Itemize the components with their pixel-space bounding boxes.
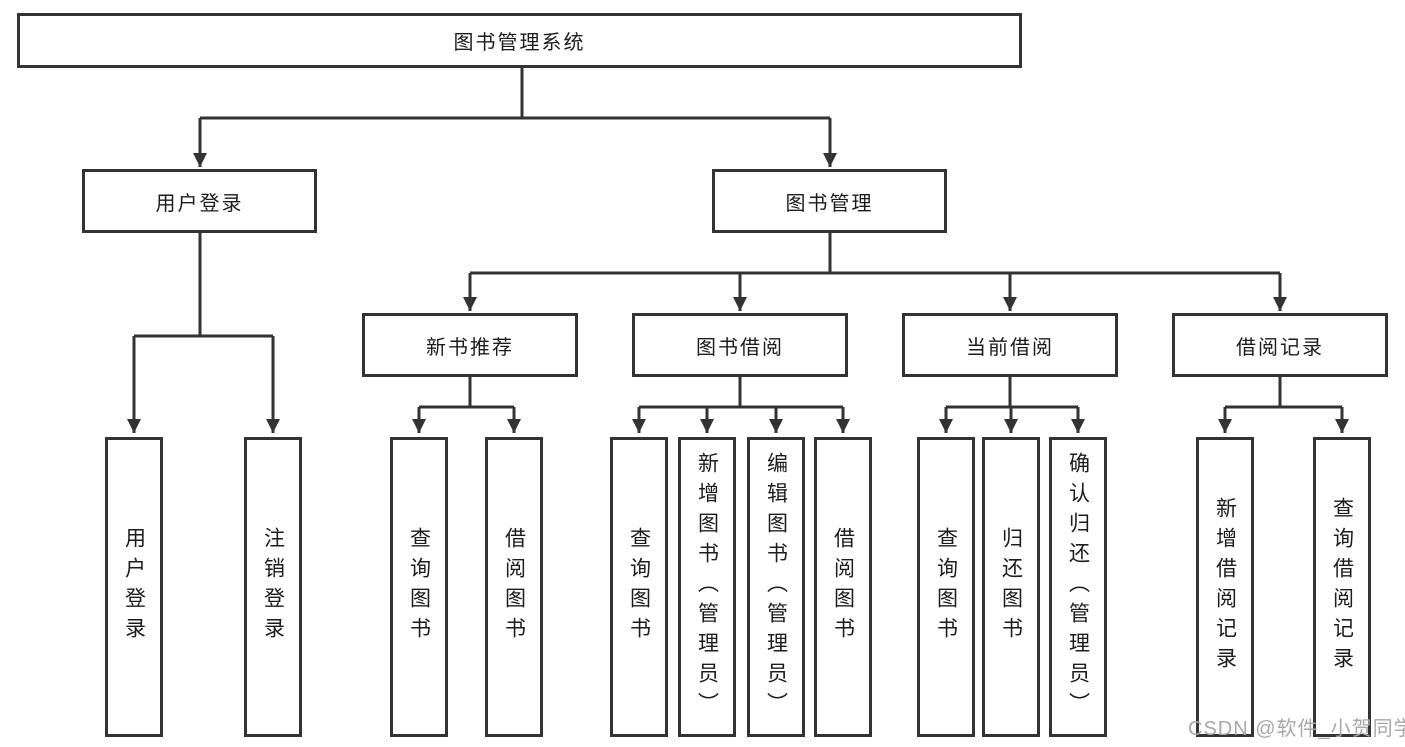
csdn-watermark: CSDN @软件_小贺同学 bbox=[1188, 718, 1405, 740]
edge-borrow-records-bar bbox=[1225, 377, 1342, 409]
node-root-label: 图书管理系统 bbox=[453, 32, 586, 54]
leaf-logout-label: 注销登录 bbox=[261, 527, 285, 647]
node-user-login-label: 用户登录 bbox=[155, 192, 244, 215]
leaf-br-add-record: 新增借阅记录 bbox=[1196, 437, 1254, 737]
leaf-user-login: 用户登录 bbox=[105, 437, 163, 737]
leaf-cb-query-books: 查询图书 bbox=[917, 437, 975, 737]
node-new-books: 新书推荐 bbox=[362, 313, 578, 377]
node-root: 图书管理系统 bbox=[17, 13, 1022, 68]
leaf-br-query-record: 查询借阅记录 bbox=[1313, 437, 1371, 737]
leaf-cb-return-books: 归还图书 bbox=[982, 437, 1040, 737]
node-new-books-label: 新书推荐 bbox=[426, 336, 514, 359]
leaf-bb-borrow-books-label: 借阅图书 bbox=[831, 527, 855, 647]
node-borrow-records-label: 借阅记录 bbox=[1236, 336, 1324, 359]
leaf-cb-return-books-label: 归还图书 bbox=[999, 527, 1023, 647]
edge-book-borrow-bar bbox=[639, 377, 843, 409]
node-current-borrow: 当前借阅 bbox=[902, 313, 1118, 377]
leaf-bb-add-books-label: 新增图书（管理员） bbox=[695, 452, 719, 722]
node-current-borrow-label: 当前借阅 bbox=[966, 336, 1054, 359]
leaf-bb-add-books: 新增图书（管理员） bbox=[678, 437, 736, 737]
node-book-borrow: 图书借阅 bbox=[632, 313, 848, 377]
edge-current-borrow-bar bbox=[946, 377, 1078, 409]
leaf-nb-query-books: 查询图书 bbox=[390, 437, 448, 737]
leaf-nb-query-books-label: 查询图书 bbox=[407, 527, 431, 647]
edge-user-login-bar bbox=[134, 233, 273, 338]
edge-new-books-bar bbox=[419, 377, 514, 409]
leaf-cb-query-books-label: 查询图书 bbox=[934, 527, 958, 647]
leaf-logout: 注销登录 bbox=[244, 437, 302, 737]
leaf-bb-borrow-books: 借阅图书 bbox=[814, 437, 872, 737]
node-borrow-records: 借阅记录 bbox=[1172, 313, 1388, 377]
leaf-bb-query-books-label: 查询图书 bbox=[627, 527, 651, 647]
leaf-bb-edit-books-label: 编辑图书（管理员） bbox=[764, 452, 788, 722]
node-book-mgmt-label: 图书管理 bbox=[785, 192, 874, 215]
edge-book-mgmt-bar bbox=[470, 233, 1280, 275]
leaf-nb-borrow-books: 借阅图书 bbox=[485, 437, 543, 737]
node-book-mgmt: 图书管理 bbox=[712, 169, 947, 233]
leaf-bb-query-books: 查询图书 bbox=[610, 437, 668, 737]
leaf-br-add-record-label: 新增借阅记录 bbox=[1213, 497, 1237, 677]
edge-root-bar bbox=[200, 68, 830, 120]
leaf-user-login-label: 用户登录 bbox=[122, 527, 146, 647]
node-book-borrow-label: 图书借阅 bbox=[696, 336, 784, 359]
leaf-cb-confirm-return: 确认归还（管理员） bbox=[1049, 437, 1107, 737]
leaf-bb-edit-books: 编辑图书（管理员） bbox=[747, 437, 805, 737]
leaf-br-query-record-label: 查询借阅记录 bbox=[1330, 497, 1354, 677]
leaf-nb-borrow-books-label: 借阅图书 bbox=[502, 527, 526, 647]
node-user-login: 用户登录 bbox=[82, 169, 317, 233]
leaf-cb-confirm-return-label: 确认归还（管理员） bbox=[1066, 452, 1090, 722]
